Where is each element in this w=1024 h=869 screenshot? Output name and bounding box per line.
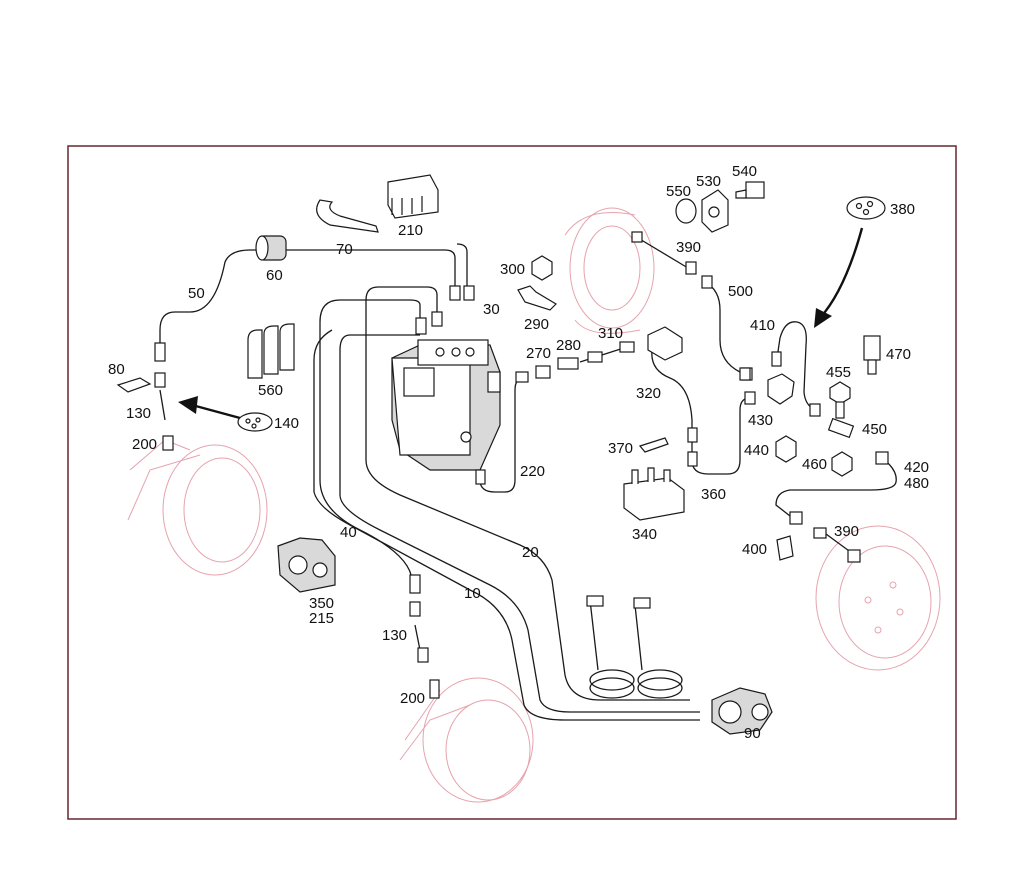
small-parts: [116, 174, 889, 735]
part-labels: 50 60 70 210 30 300 290 270 280 310 560 …: [108, 163, 929, 742]
label-380[interactable]: 380: [890, 201, 915, 218]
label-200-rear[interactable]: 200: [400, 690, 425, 707]
label-500[interactable]: 500: [728, 283, 753, 300]
label-130-rear[interactable]: 130: [382, 627, 407, 644]
brake-line-360: [651, 349, 751, 475]
rear-left-wheel-ghost: [399, 677, 534, 803]
pointer-arrows: [178, 227, 864, 420]
label-370[interactable]: 370: [608, 440, 633, 457]
front-left-wheel-ghost: [127, 439, 268, 576]
label-440[interactable]: 440: [744, 442, 769, 459]
brake-pipes: [159, 237, 897, 721]
brake-line-20: [365, 286, 690, 701]
label-80[interactable]: 80: [108, 361, 125, 378]
label-550[interactable]: 550: [666, 183, 691, 200]
part-440-nut[interactable]: [775, 435, 797, 463]
rear-right-disc-ghost: [815, 525, 941, 671]
label-140[interactable]: 140: [274, 415, 299, 432]
label-540[interactable]: 540: [732, 163, 757, 180]
part-560-sleeves[interactable]: [247, 323, 295, 379]
part-280-union[interactable]: [557, 357, 579, 370]
label-320[interactable]: 320: [636, 385, 661, 402]
part-380-grommet[interactable]: [846, 196, 886, 220]
label-220[interactable]: 220: [520, 463, 545, 480]
label-90[interactable]: 90: [744, 725, 761, 742]
part-340-holder[interactable]: [623, 467, 685, 521]
part-400-clip[interactable]: [776, 535, 794, 561]
part-530-clamp[interactable]: [701, 189, 729, 233]
part-450-fitting[interactable]: [827, 417, 855, 439]
part-455-bolt[interactable]: [829, 381, 851, 419]
part-300-nut[interactable]: [531, 255, 553, 281]
part-350-215-holder[interactable]: [277, 537, 336, 593]
brake-line-410: [775, 321, 816, 411]
label-200-left[interactable]: 200: [132, 436, 157, 453]
label-30[interactable]: 30: [483, 301, 500, 318]
hydraulic-unit[interactable]: [391, 339, 501, 471]
brake-line-50: [159, 249, 456, 355]
label-40[interactable]: 40: [340, 524, 357, 541]
brake-line-420: [775, 457, 897, 517]
part-320-bracket[interactable]: [647, 326, 683, 361]
label-215[interactable]: 215: [309, 610, 334, 627]
label-210[interactable]: 210: [398, 222, 423, 239]
part-460-nut[interactable]: [831, 451, 853, 477]
label-530[interactable]: 530: [696, 173, 721, 190]
brake-line-500: [704, 281, 741, 373]
label-390-bottom[interactable]: 390: [834, 523, 859, 540]
part-70-cable-tie[interactable]: [316, 199, 379, 233]
front-right-disc-ghost: [564, 207, 655, 334]
label-560[interactable]: 560: [258, 382, 283, 399]
label-70[interactable]: 70: [336, 241, 353, 258]
label-410[interactable]: 410: [750, 317, 775, 334]
label-10[interactable]: 10: [464, 585, 481, 602]
part-60-sleeve[interactable]: [255, 235, 287, 261]
part-140-grommet[interactable]: [237, 412, 273, 432]
label-340[interactable]: 340: [632, 526, 657, 543]
label-400[interactable]: 400: [742, 541, 767, 558]
ghost-wheels: [127, 207, 941, 803]
part-290-bracket[interactable]: [517, 285, 557, 311]
label-20[interactable]: 20: [522, 544, 539, 561]
label-430[interactable]: 430: [748, 412, 773, 429]
label-480[interactable]: 480: [904, 475, 929, 492]
label-360[interactable]: 360: [701, 486, 726, 503]
part-430-tee[interactable]: [767, 373, 795, 405]
part-210-grommet[interactable]: [387, 174, 439, 219]
label-460[interactable]: 460: [802, 456, 827, 473]
label-470[interactable]: 470: [886, 346, 911, 363]
brake-line-10: [339, 334, 700, 713]
part-540-bolt[interactable]: [735, 181, 765, 199]
diagram-frame: [67, 145, 957, 820]
part-470-switch[interactable]: [863, 335, 881, 375]
label-455[interactable]: 455: [826, 364, 851, 381]
label-270[interactable]: 270: [526, 345, 551, 362]
part-270-fitting[interactable]: [535, 365, 551, 379]
label-390-top[interactable]: 390: [676, 239, 701, 256]
label-280[interactable]: 280: [556, 337, 581, 354]
label-130-left[interactable]: 130: [126, 405, 151, 422]
label-290[interactable]: 290: [524, 316, 549, 333]
label-450[interactable]: 450: [862, 421, 887, 438]
label-350[interactable]: 350: [309, 595, 334, 612]
label-420[interactable]: 420: [904, 459, 929, 476]
part-550-nut[interactable]: [675, 198, 697, 224]
label-50[interactable]: 50: [188, 285, 205, 302]
label-300[interactable]: 300: [500, 261, 525, 278]
label-60[interactable]: 60: [266, 267, 283, 284]
part-90-valve[interactable]: [711, 687, 773, 735]
part-80-clip[interactable]: [116, 377, 152, 393]
label-310[interactable]: 310: [598, 325, 623, 342]
part-370-clip[interactable]: [638, 437, 669, 453]
